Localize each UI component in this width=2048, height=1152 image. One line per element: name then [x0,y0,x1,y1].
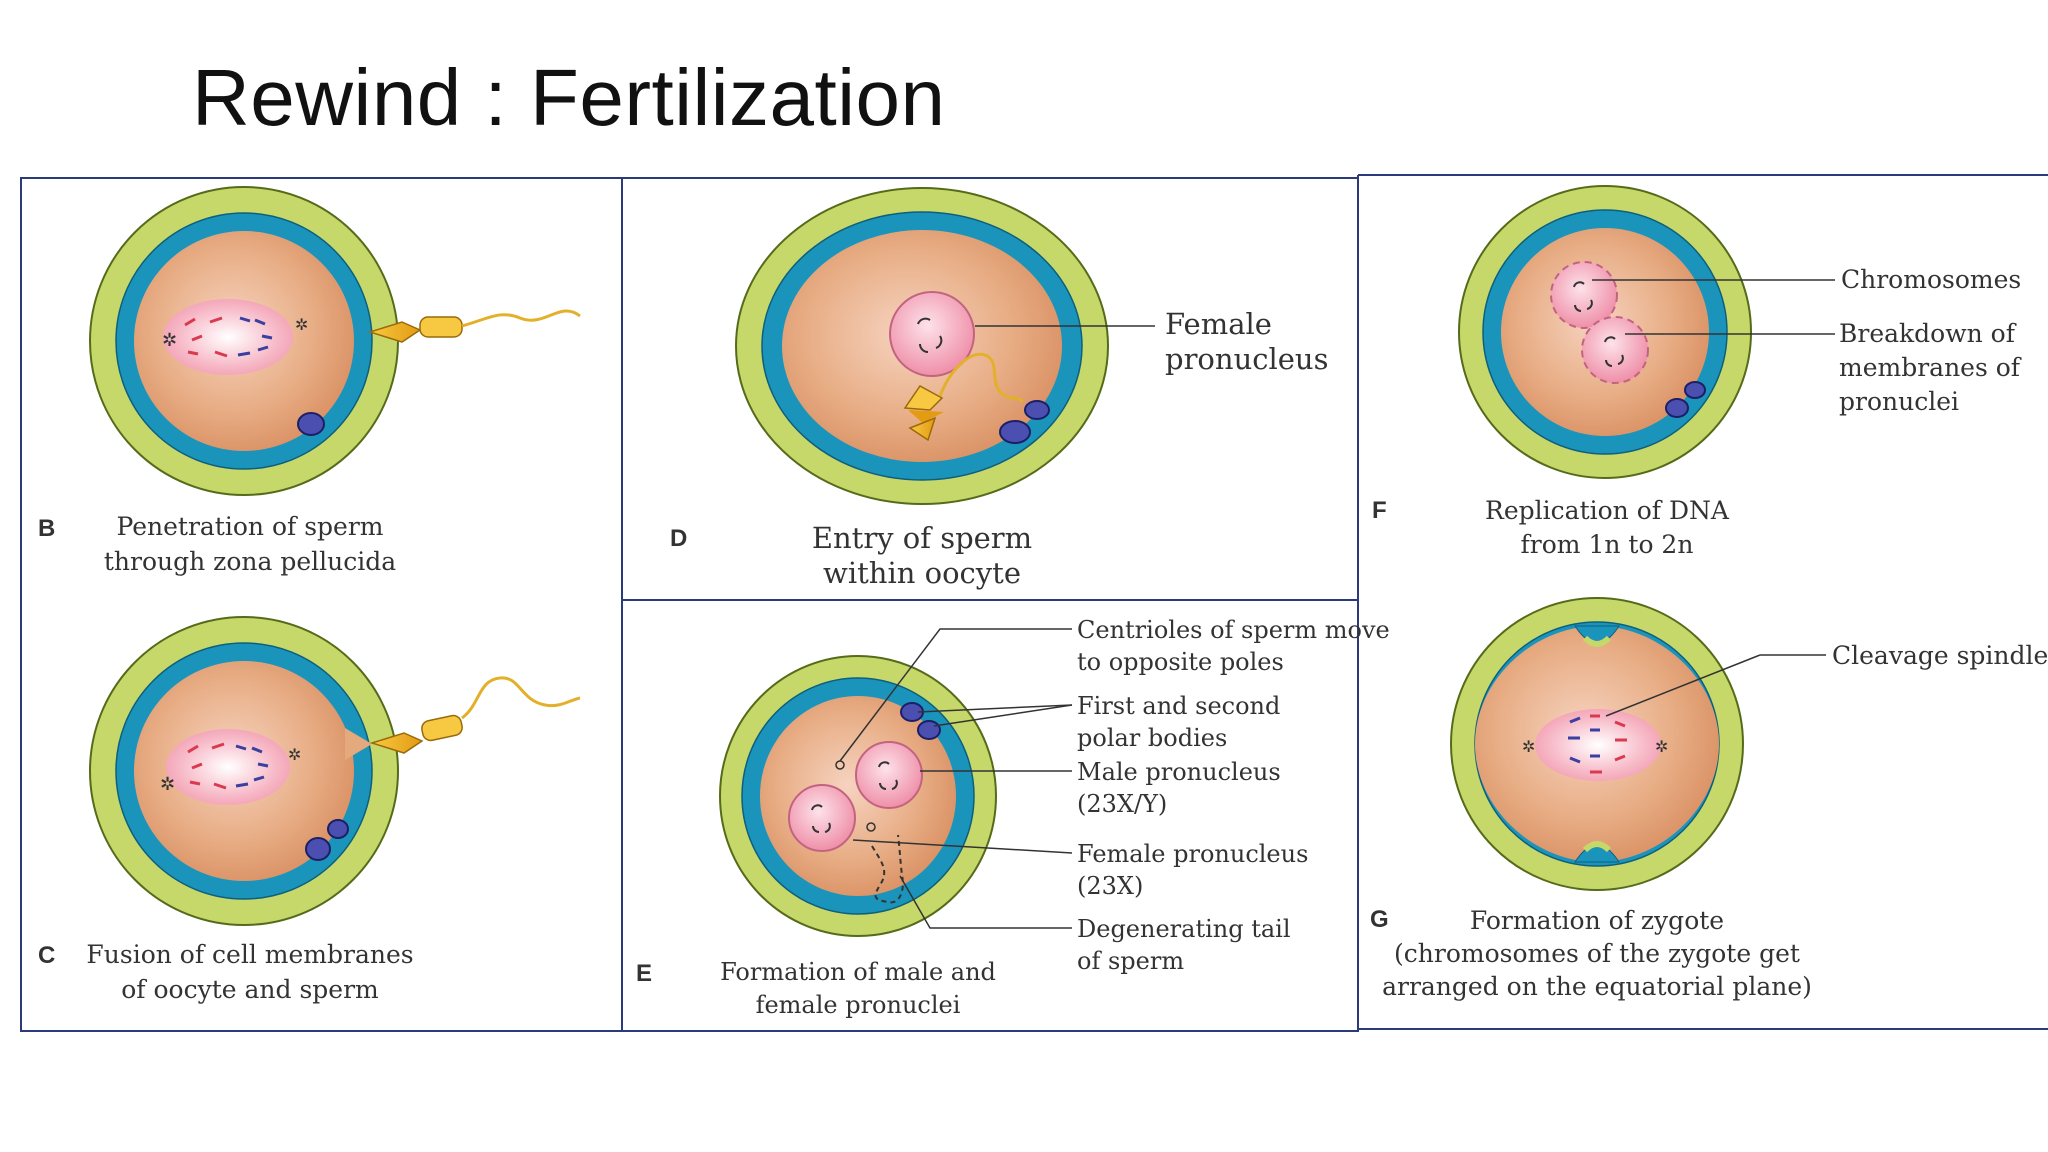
sperm-d [903,352,1024,442]
oocyte-e [719,655,997,937]
pronucleus-breaking [1550,261,1618,329]
polar-body [327,819,349,839]
panel-letter-g: G [1370,906,1389,933]
pronucleus-breaking [1581,316,1649,384]
svg-text:✲: ✲ [1522,737,1535,756]
centriole [866,822,876,832]
panel-d: Female pronucleus D Entry of sperm withi… [670,187,1328,590]
label-female-pronucleus-line1: Female [1165,307,1272,341]
caption-g-line1: Formation of zygote [1470,906,1724,935]
caption-c-line1: Fusion of cell membranes [86,940,413,969]
caption-e-line2: female pronuclei [756,991,961,1019]
label-female-pronucleus-e-line1: Female pronucleus [1077,840,1308,868]
zygote-g: ✲ ✲ [1450,597,1744,891]
label-female-pronucleus-e-line2: (23X) [1077,872,1143,900]
female-pronucleus [889,291,975,377]
caption-g-line3: arranged on the equatorial plane) [1382,972,1812,1001]
panel-f: Chromosomes Breakdown of membranes of pr… [1372,185,2022,559]
label-degenerating-tail-line1: Degenerating tail [1077,915,1291,943]
oocyte-d [735,187,1109,505]
svg-text:✲: ✲ [1655,737,1668,756]
oocyte-f [1458,185,1752,479]
svg-text:✲: ✲ [162,330,177,351]
caption-b-line1: Penetration of sperm [117,512,384,541]
caption-d-line1: Entry of sperm [812,521,1032,555]
label-breakdown-line1: Breakdown of [1839,319,2017,348]
caption-f-line1: Replication of DNA [1485,496,1730,525]
label-cleavage-spindle: Cleavage spindle [1832,641,2048,670]
label-breakdown-line2: membranes of [1839,353,2022,382]
label-male-pronucleus-line2: (23X/Y) [1077,790,1167,818]
panel-letter-e: E [636,960,652,987]
panel-letter-c: C [38,942,55,969]
label-chromosomes: Chromosomes [1841,265,2021,294]
polar-body [305,837,331,861]
caption-b-line2: through zona pellucida [104,547,396,576]
polar-body [297,412,325,436]
panel-letter-f: F [1372,497,1387,524]
caption-d-line2: within oocyte [823,556,1021,590]
label-male-pronucleus-line1: Male pronucleus [1077,758,1281,786]
svg-text:✲: ✲ [160,774,175,795]
polar-body [999,420,1031,444]
male-pronucleus [855,741,923,809]
label-female-pronucleus-line2: pronucleus [1165,342,1328,376]
label-polar-bodies-line2: polar bodies [1077,724,1227,752]
panel-g: ✲ ✲ Cleavage spindle G Formation of zygo… [1370,597,2048,1001]
polar-body [1684,381,1706,399]
panel-c: ✲ ✲ C Fusion of cell membranes of oocyte… [38,616,581,1004]
polar-body [917,720,941,740]
page-title: Rewind : Fertilization [192,53,946,142]
panel-letter-b: B [38,515,55,542]
sperm-c [369,676,581,754]
panel-e: Centrioles of sperm move to opposite pol… [636,616,1390,1019]
degenerating-tail [871,834,904,904]
polar-body [1665,398,1689,418]
female-pronucleus [788,784,856,852]
panel-letter-d: D [670,525,687,552]
caption-f-line2: from 1n to 2n [1521,530,1694,559]
oocyte-b: ✲ ✲ [89,186,399,496]
label-breakdown-line3: pronuclei [1839,387,1959,416]
polar-body [1024,400,1050,420]
svg-text:✲: ✲ [295,315,308,334]
sperm-b [367,309,581,343]
caption-g-line2: (chromosomes of the zygote get [1394,939,1800,968]
oocyte-c: ✲ ✲ [89,616,399,926]
label-polar-bodies-line1: First and second [1077,692,1280,720]
caption-e-line1: Formation of male and [720,958,996,986]
label-centrioles-line2: to opposite poles [1077,648,1284,676]
svg-text:✲: ✲ [288,745,301,764]
panel-b: ✲ ✲ B Penetration of sperm through zona … [38,186,581,576]
label-degenerating-tail-line2: of sperm [1077,947,1184,975]
caption-c-line2: of oocyte and sperm [121,975,379,1004]
label-centrioles-line1: Centrioles of sperm move [1077,616,1390,644]
